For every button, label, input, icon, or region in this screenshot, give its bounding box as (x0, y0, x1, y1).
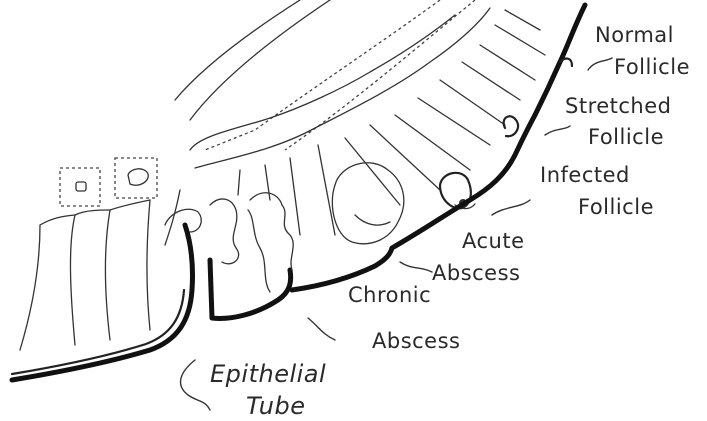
label-normal-follicle-line2: Follicle (614, 55, 690, 79)
label-normal-follicle-line1: Normal (595, 23, 674, 47)
infected-follicle-shape (440, 173, 475, 209)
dashed-band (205, 0, 475, 150)
follicle-septa (238, 10, 545, 235)
label-infected-follicle-line2: Follicle (578, 195, 654, 219)
leader-lines (181, 58, 612, 410)
capsule-line (392, 5, 585, 248)
columnar-cells (20, 190, 180, 350)
upper-lobes (190, 8, 490, 168)
label-stretched-follicle-line1: Stretched (565, 94, 672, 118)
dashed-cells (60, 158, 157, 206)
outer-tissue-arc (175, 0, 330, 120)
acute-abscess-shape (292, 163, 404, 290)
label-epithelial-tube-line1: Epithelial (210, 360, 326, 388)
label-chronic-abscess-line2: Abscess (372, 329, 460, 353)
label-chronic-abscess-line1: Chronic (348, 283, 431, 307)
label-infected-follicle-line1: Infected (540, 163, 630, 187)
label-acute-abscess-line2: Abscess (432, 261, 520, 285)
label-epithelial-tube-line2: Tube (246, 392, 305, 420)
chronic-abscess-shape (210, 193, 293, 319)
label-acute-abscess-line1: Acute (462, 229, 525, 253)
label-stretched-follicle-line2: Follicle (588, 125, 664, 149)
stretched-follicle-shape (504, 116, 518, 136)
